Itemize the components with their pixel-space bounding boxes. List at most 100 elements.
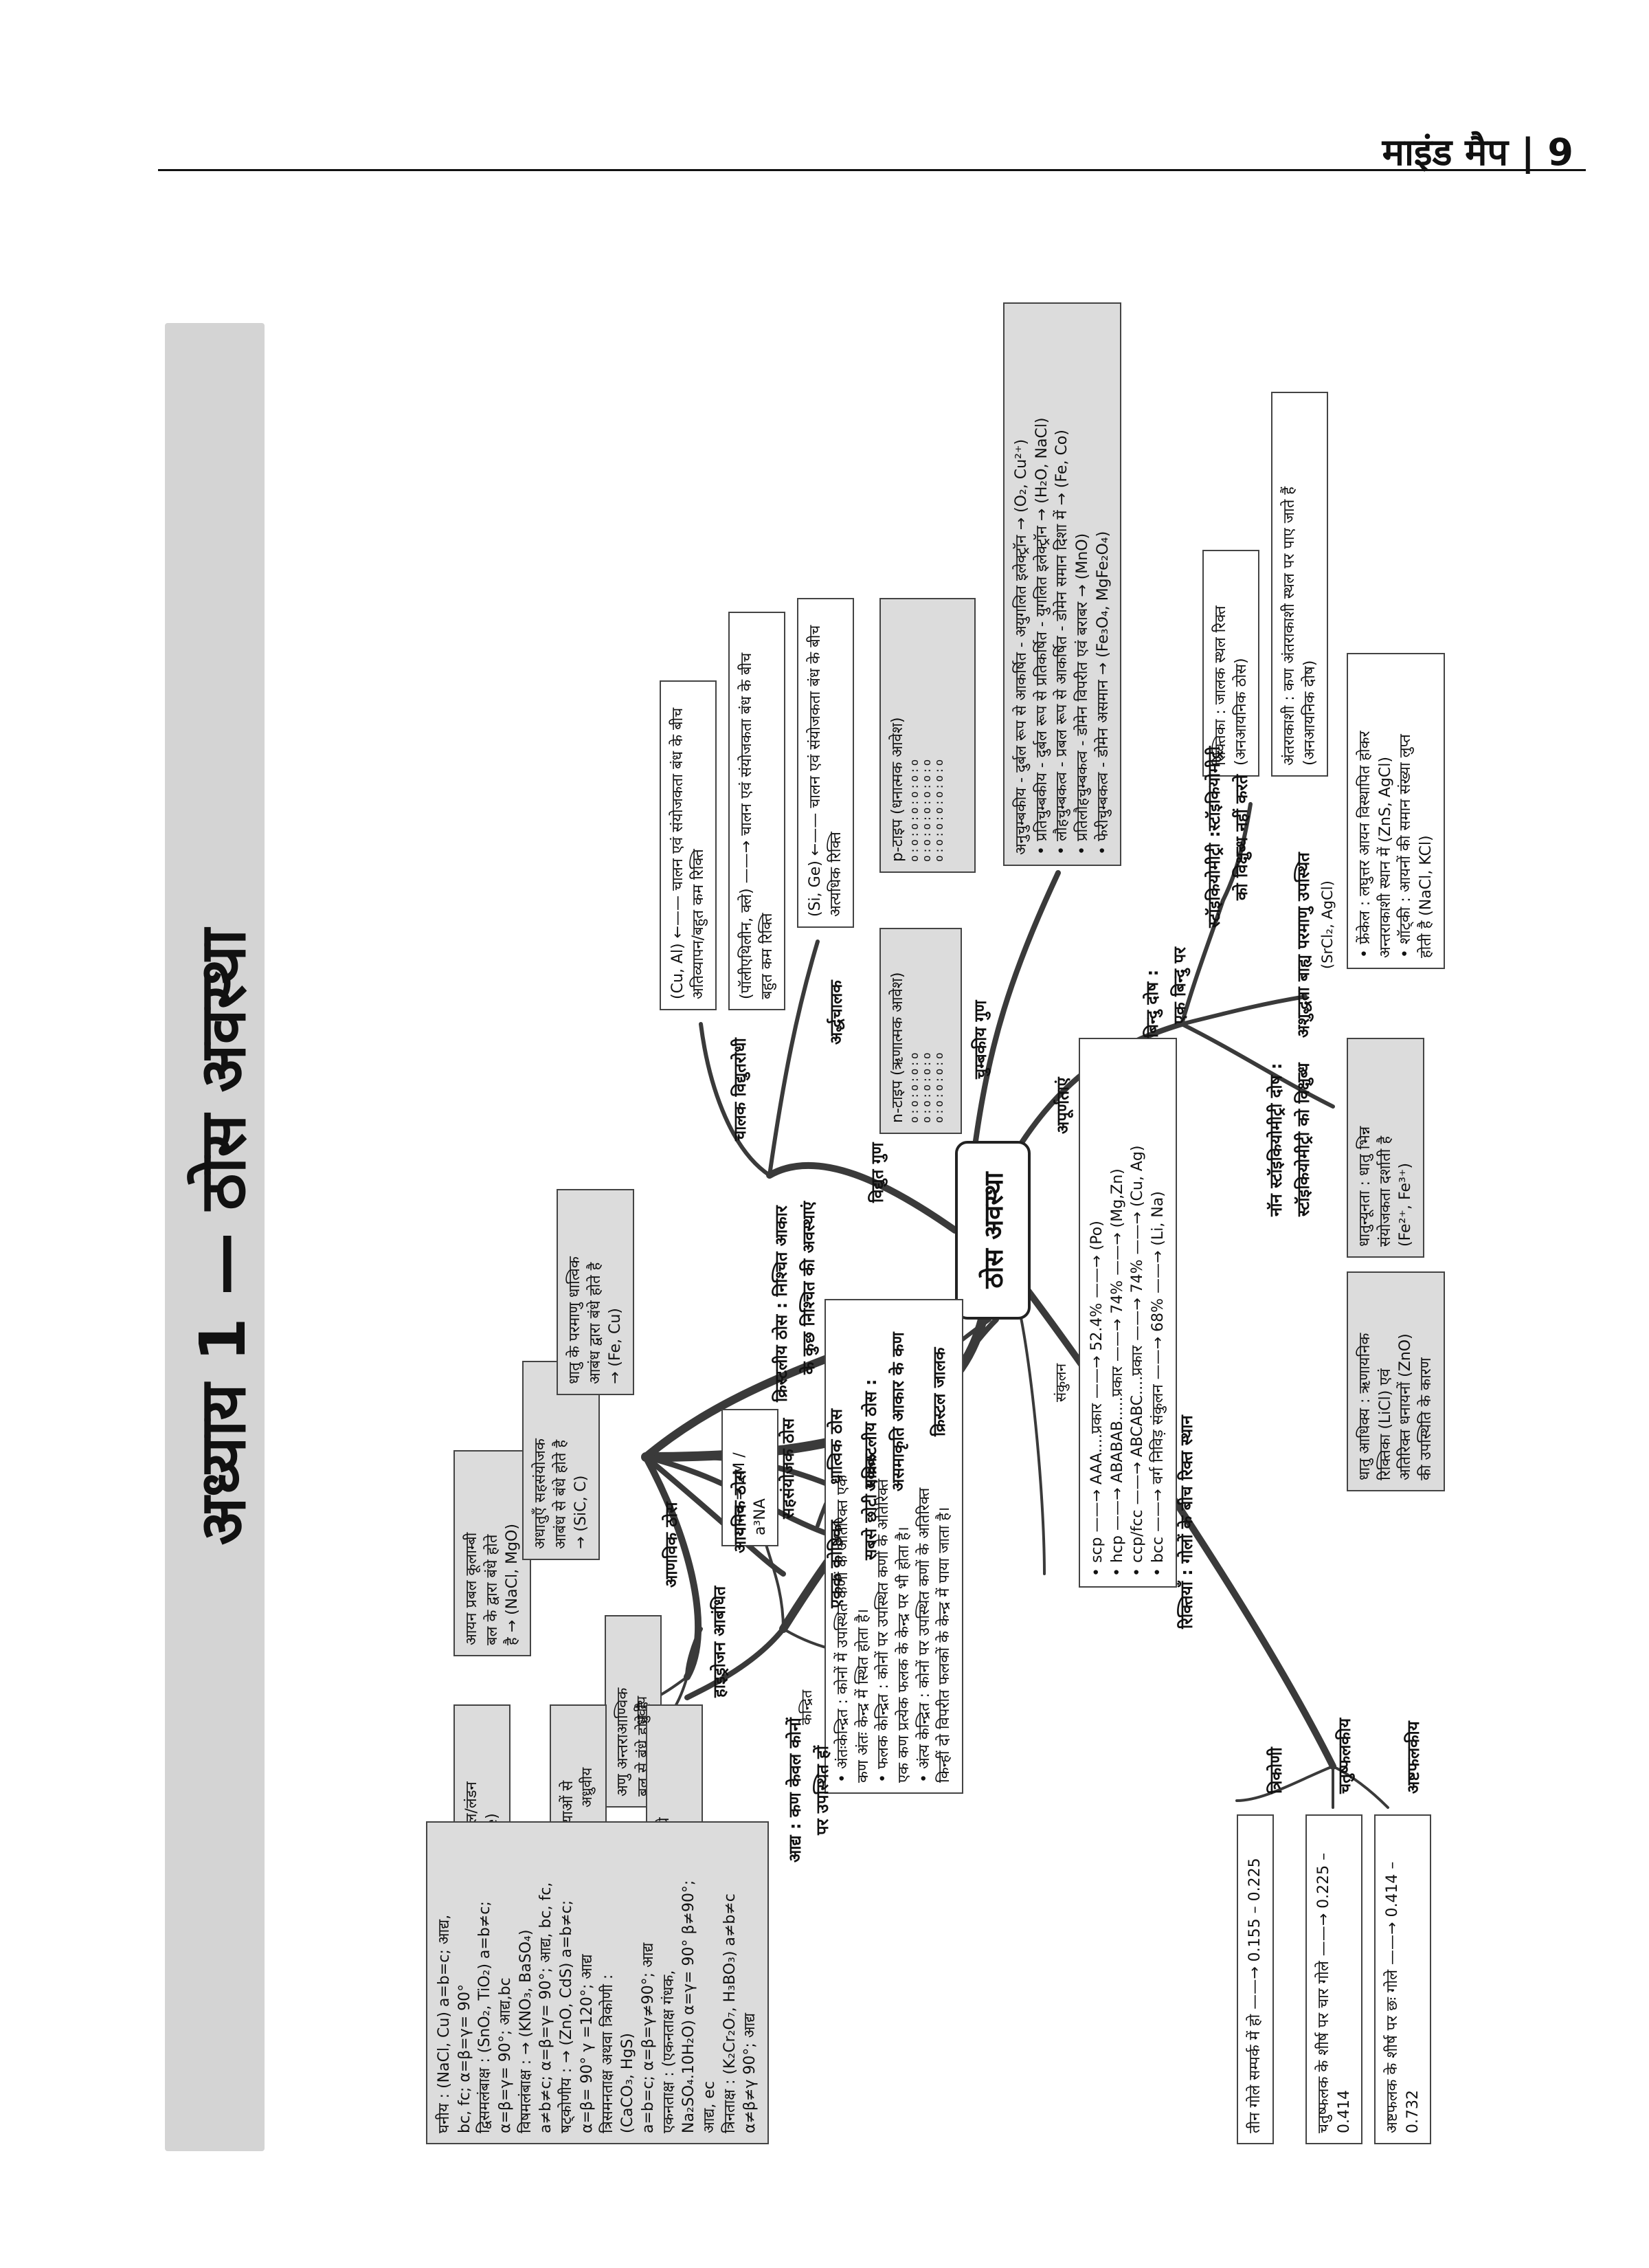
covalent-line-3: → (SiC, C): [572, 1475, 590, 1549]
central-node: ठोस अवस्था: [955, 1141, 1031, 1320]
label-crystalline-2: के कुछ निश्चित की अवस्थाएं: [799, 1201, 818, 1375]
label-packing: संकुलन: [1053, 1363, 1069, 1402]
branch-voids: [1020, 1282, 1336, 1770]
void-octa-box: अष्टफलक के शीर्ष पर छः गोले ——→ 0.414 – …: [1374, 1814, 1432, 2144]
branch-octa: [1332, 1765, 1389, 1809]
cs-line-4: α=β=γ= 90°; आद्य,bc: [497, 1977, 515, 2133]
label-molecular: आणविक ठोस: [662, 1502, 681, 1588]
label-centred: केन्द्रित: [798, 1689, 815, 1725]
branch-unit-cell-to-density: [761, 1531, 785, 1630]
molecular-line-1: अणु अन्तराआण्विक: [614, 1687, 631, 1797]
conductor-line-1: (Cu, Al) ←—— चालन एवं संयोजकता बंध के बी…: [669, 707, 686, 999]
branch-point-defect: [1180, 898, 1225, 1026]
mag-line-4: • प्रतिलौहचुम्बकत्व - डोमेन विपरीत एवं ब…: [1074, 533, 1092, 855]
insulator-line-2: बहुत कम रिक्ति: [758, 913, 776, 999]
interstitial-line-2: (अनआयनिक दोष): [1301, 660, 1319, 766]
metallic-line-2: आबंध द्वारा बंधे होते है: [586, 1262, 604, 1384]
vacancy-line-2: (अनआयनिक ठोस): [1232, 658, 1250, 766]
crystal-systems-box: घनीय : (NaCl, Cu) a=b=c; आद्य, bc, fc; α…: [426, 1821, 769, 2144]
conductor-line-2: अतिव्यापन/बहुत कम रिक्ति: [689, 849, 707, 999]
packing-line-1: • scp ——→ AAA....प्रकार ——→ 52.4% ——→ (P…: [1088, 1221, 1106, 1577]
branch-molecular: [642, 1454, 702, 1680]
label-nonpolar: अध्रुवीय: [579, 1767, 595, 1808]
metallic-box: धातु के परमाणु धात्विक आबंध द्वारा बंधे …: [557, 1189, 635, 1395]
cs-line-10: (CaCO₃, HgS): [619, 2033, 637, 2133]
ionic-line-3: है → (NaCl, MgO): [504, 1524, 521, 1645]
label-point-defect: बिन्दु दोष :: [1143, 969, 1162, 1038]
label-tri: त्रिकोणी: [1266, 1747, 1286, 1794]
mag-line-5: • फेरीचुम्बकत्व - डोमेन असमान → (Fe₃O₄, …: [1094, 531, 1112, 855]
label-voids: रिक्तियाँ : गोलों के बीच रिक्त स्थान: [1177, 1415, 1196, 1629]
magnetic-box: अनुचुम्बकीय - दुर्बल रूप से आकर्षित - अय…: [1003, 302, 1122, 866]
cs-line-6: a≠b≠c; α=β=γ= 90°; आद्य, bc, fc,: [537, 1882, 555, 2133]
metal-excess-box: धातु आधिक्य : ऋणायनिक रिक्तिका (LiCl) एव…: [1347, 1271, 1445, 1491]
packing-line-4: • bcc ——→ वर्ग निविड़ संकुलन ——→ 68% ——→…: [1149, 1191, 1167, 1577]
cs-line-13: Na₂SO₄.10H₂O) α=γ= 90° β≠90°;: [680, 1880, 698, 2133]
label-electrical: विद्युत गुण: [868, 1142, 887, 1203]
label-ionic: आयनिक ठोस: [730, 1469, 750, 1553]
header-rule: [158, 169, 1586, 171]
mind-map: अध्याय 1 — ठोस अवस्था: [165, 254, 1470, 2247]
metal-excess-line-3: अतिरिक्त धनायनों (ZnO): [1397, 1333, 1415, 1480]
branch-primitive: [684, 1626, 786, 1700]
branch-tri: [1235, 1765, 1334, 1802]
conductor-box: (Cu, Al) ←—— चालन एवं संयोजकता बंध के बी…: [660, 680, 717, 1010]
label-crystalline: क्रिस्टलीय ठोस : निश्चित आकार: [772, 1205, 791, 1402]
void-tetra-text: चतुष्फलक के शीर्ष पर चार गोले ——→ 0.225 …: [1315, 1852, 1353, 2133]
cs-line-11: a=b=c; α=β=γ≠90°; आद्य: [639, 1942, 657, 2133]
frenkel-line-1: • फ्रेंकेल : लघुत्तर आयन विस्थापित होकर: [1356, 731, 1373, 958]
metallic-line-1: धातु के परमाणु धात्विक: [566, 1256, 583, 1384]
cs-line-15: त्रिनताक्ष : (K₂Cr₂O₇, H₃BO₃) a≠b≠c: [721, 1893, 739, 2133]
label-unit-cell: एकक कोष्ठिका: [827, 1520, 846, 1608]
metal-def-line-1: धातुन्यूनता : धातु भिन्न: [1356, 1126, 1373, 1247]
label-point-defect-2: एक बिन्दु पर: [1170, 947, 1189, 1024]
label-octa: अष्टफलकीय: [1404, 1721, 1423, 1794]
cs-line-8: α=β= 90° γ =120°; आद्य: [578, 1954, 596, 2133]
interstitial-box: अंतराकाशी : कण अंतराकाशी स्थल पर पाए जात…: [1271, 392, 1329, 777]
branch-semiconductor: [767, 940, 820, 1177]
label-polar: ध्रुवीय: [633, 1696, 650, 1725]
frenkel-line-3: • शॉट्की : आयनों की समान संख्या लुप्त: [1397, 734, 1415, 958]
label-crystal-lattice: क्रिस्टल जालक: [930, 1347, 949, 1436]
branch-magnetic: [973, 870, 1061, 1144]
branch-conductor: [699, 1022, 772, 1177]
label-primitive-2: पर उपस्थित हों: [813, 1746, 832, 1835]
branch-hbond: [685, 1627, 703, 1679]
metal-def-line-3: (Fe²⁺, Fe³⁺): [1397, 1163, 1415, 1247]
label-covalent: सहसंयोजक ठोस: [778, 1418, 798, 1519]
semi-line-1: (Si, Ge) ←—— चालन एवं संयोजकता बंध के बी…: [807, 625, 824, 917]
label-smallest-unit: सबसे छोटी एकक: [861, 1454, 880, 1560]
cs-line-14: आद्य, ec: [700, 2081, 718, 2133]
label-amorphous-2: असमाकृति आकार के कण: [888, 1332, 908, 1491]
branch-impurity: [1180, 994, 1308, 1026]
label-tetra: चतुष्फलकीय: [1335, 1718, 1354, 1794]
ionic-box: आयन प्रबल कूलाम्बी बल के द्वारा बंधे होत…: [453, 1450, 532, 1656]
frenkel-line-2: अन्तराकाशी स्थान में (ZnS, AgCl): [1376, 757, 1394, 958]
packing-line-2: • hcp ——→ ABABAB.....प्रकार ——→ 74% ——→ …: [1108, 1168, 1126, 1577]
label-nonstoich-2: स्टॉइकियोमीट्री को विक्षुब्ध: [1294, 1063, 1313, 1216]
covalent-line-1: अधातुएँ सहसंयोजक: [532, 1438, 549, 1549]
frenkel-box: • फ्रेंकेल : लघुत्तर आयन विस्थापित होकर …: [1347, 653, 1445, 969]
semi-box: (Si, Ge) ←—— चालन एवं संयोजकता बंध के बी…: [797, 598, 855, 928]
label-stoich: स्टॉइकियोमीट्री :स्टॉइकियोमीट्री: [1204, 746, 1224, 928]
metal-deficiency-box: धातुन्यूनता : धातु भिन्न संयोजकता दर्शात…: [1347, 1038, 1425, 1258]
covalent-line-2: आबंध से बंधे होते है: [552, 1439, 570, 1549]
cs-line-7: षट्कोणीय : → (ZnO, CdS) a=b≠c;: [558, 1900, 576, 2133]
metal-def-line-2: संयोजकता दर्शाती है: [1376, 1135, 1394, 1247]
mag-line-2: • प्रतिचुम्बकीय - दुर्बल रूप से प्रतिकर्…: [1033, 417, 1051, 855]
cs-line-9: त्रिसमनताक्ष अथवा त्रिकोणी :: [598, 1974, 616, 2133]
frenkel-line-4: होती है (NaCl, KCl): [1417, 835, 1435, 958]
label-metallic: धात्विक ठोस: [827, 1408, 846, 1485]
void-tri-box: तीन गोले सम्पर्क में हो ——→ 0.155 – 0.22…: [1237, 1814, 1274, 2144]
ntype-label: n-टाइप (ऋणात्मक आवेश): [889, 972, 906, 1123]
ionic-line-1: आयन प्रबल कूलाम्बी: [463, 1532, 480, 1645]
label-magnetic: चुम्बकीय गुण: [971, 1000, 990, 1079]
branch-nonstoich: [1180, 1022, 1335, 1109]
metal-excess-line-1: धातु आधिक्य : ऋणायनिक: [1356, 1333, 1373, 1480]
packing-box: • scp ——→ AAA....प्रकार ——→ 52.4% ——→ (P…: [1079, 1038, 1177, 1588]
semi-line-2: अत्यधिक रिक्ति: [827, 832, 844, 917]
label-nonstoich: नॉन स्टॉइकियोमीट्री दोष :: [1266, 1063, 1286, 1216]
label-imperfections: अपूर्णताएं: [1053, 1077, 1073, 1135]
